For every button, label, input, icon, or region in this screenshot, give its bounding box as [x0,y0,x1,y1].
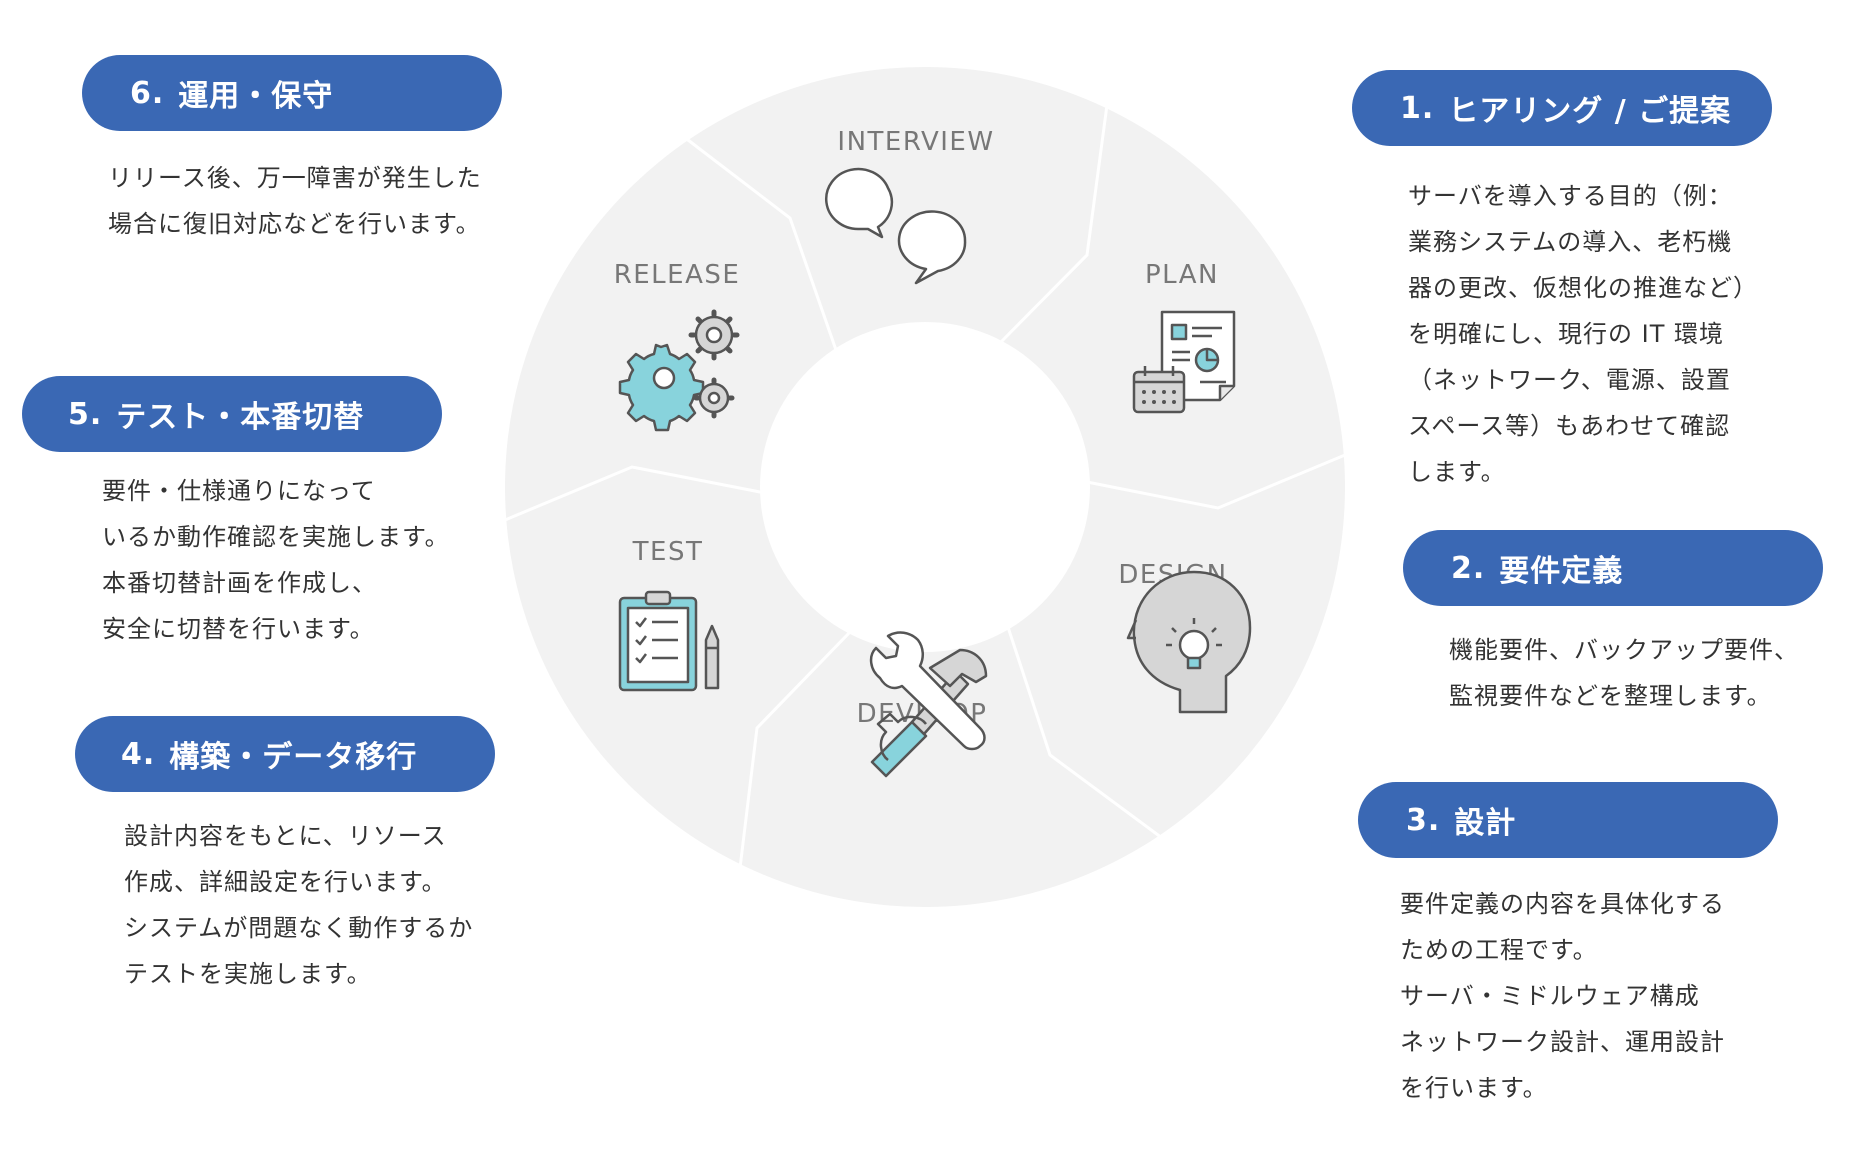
stage-label-test: TEST [632,537,704,567]
speech-bubbles-icon [824,167,967,285]
step-4-pill: 4. 構築・データ移行 [75,716,495,792]
step-6-description: リリース後、万一障害が発生した 場合に復旧対応などを行います。 [108,164,482,238]
step-1-number: 1. [1400,90,1435,126]
step-2-number: 2. [1451,550,1486,586]
cycle-dividers [503,103,1347,870]
step-4-number: 4. [121,736,156,772]
step-2-pill: 2. 要件定義 [1403,530,1823,606]
step-6-title: 運用・保守 [178,79,334,114]
step-5-title: テスト・本番切替 [116,400,365,435]
gears-icon [618,309,740,432]
step-5-description: 要件・仕様通りになって いるか動作確認を実施します。 本番切替計画を作成し、 安… [102,477,450,643]
step-3-number: 3. [1406,802,1441,838]
step-6-number: 6. [130,75,165,111]
clipboard-checklist-icon [618,590,720,692]
stage-label-plan: PLAN [1145,260,1219,290]
stage-label-interview: INTERVIEW [837,127,994,157]
head-lightbulb-icon [1126,570,1252,714]
step-4-description: 設計内容をもとに、リソース 作成、詳細設定を行います。 システムが問題なく動作す… [124,822,474,988]
step-3-description: 要件定義の内容を具体化する ための工程です。 サーバ・ミドルウェア構成 ネットワ… [1400,890,1725,1102]
step-1-title: ヒアリング / ご提案 [1448,94,1732,129]
step-2-title: 要件定義 [1499,554,1624,589]
step-1-pill: 1. ヒアリング / ご提案 [1352,70,1772,146]
cycle-center-hole [760,322,1090,652]
step-4-title: 構築・データ移行 [169,740,418,775]
step-5-number: 5. [68,396,103,432]
step-1-description: サーバを導入する目的（例： 業務システムの導入、老朽機 器の更改、仮想化の推進な… [1408,182,1758,486]
step-3-pill: 3. 設計 [1358,782,1778,858]
wrench-hammer-icon [869,631,988,778]
stage-label-release: RELEASE [614,260,741,290]
plan-document-icon [1132,310,1236,414]
step-6-pill: 6. 運用・保守 [82,55,502,131]
step-2-description: 機能要件、バックアップ要件、 監視要件などを整理します。 [1449,636,1799,710]
step-3-title: 設計 [1454,806,1517,841]
step-5-pill: 5. テスト・本番切替 [22,376,442,452]
